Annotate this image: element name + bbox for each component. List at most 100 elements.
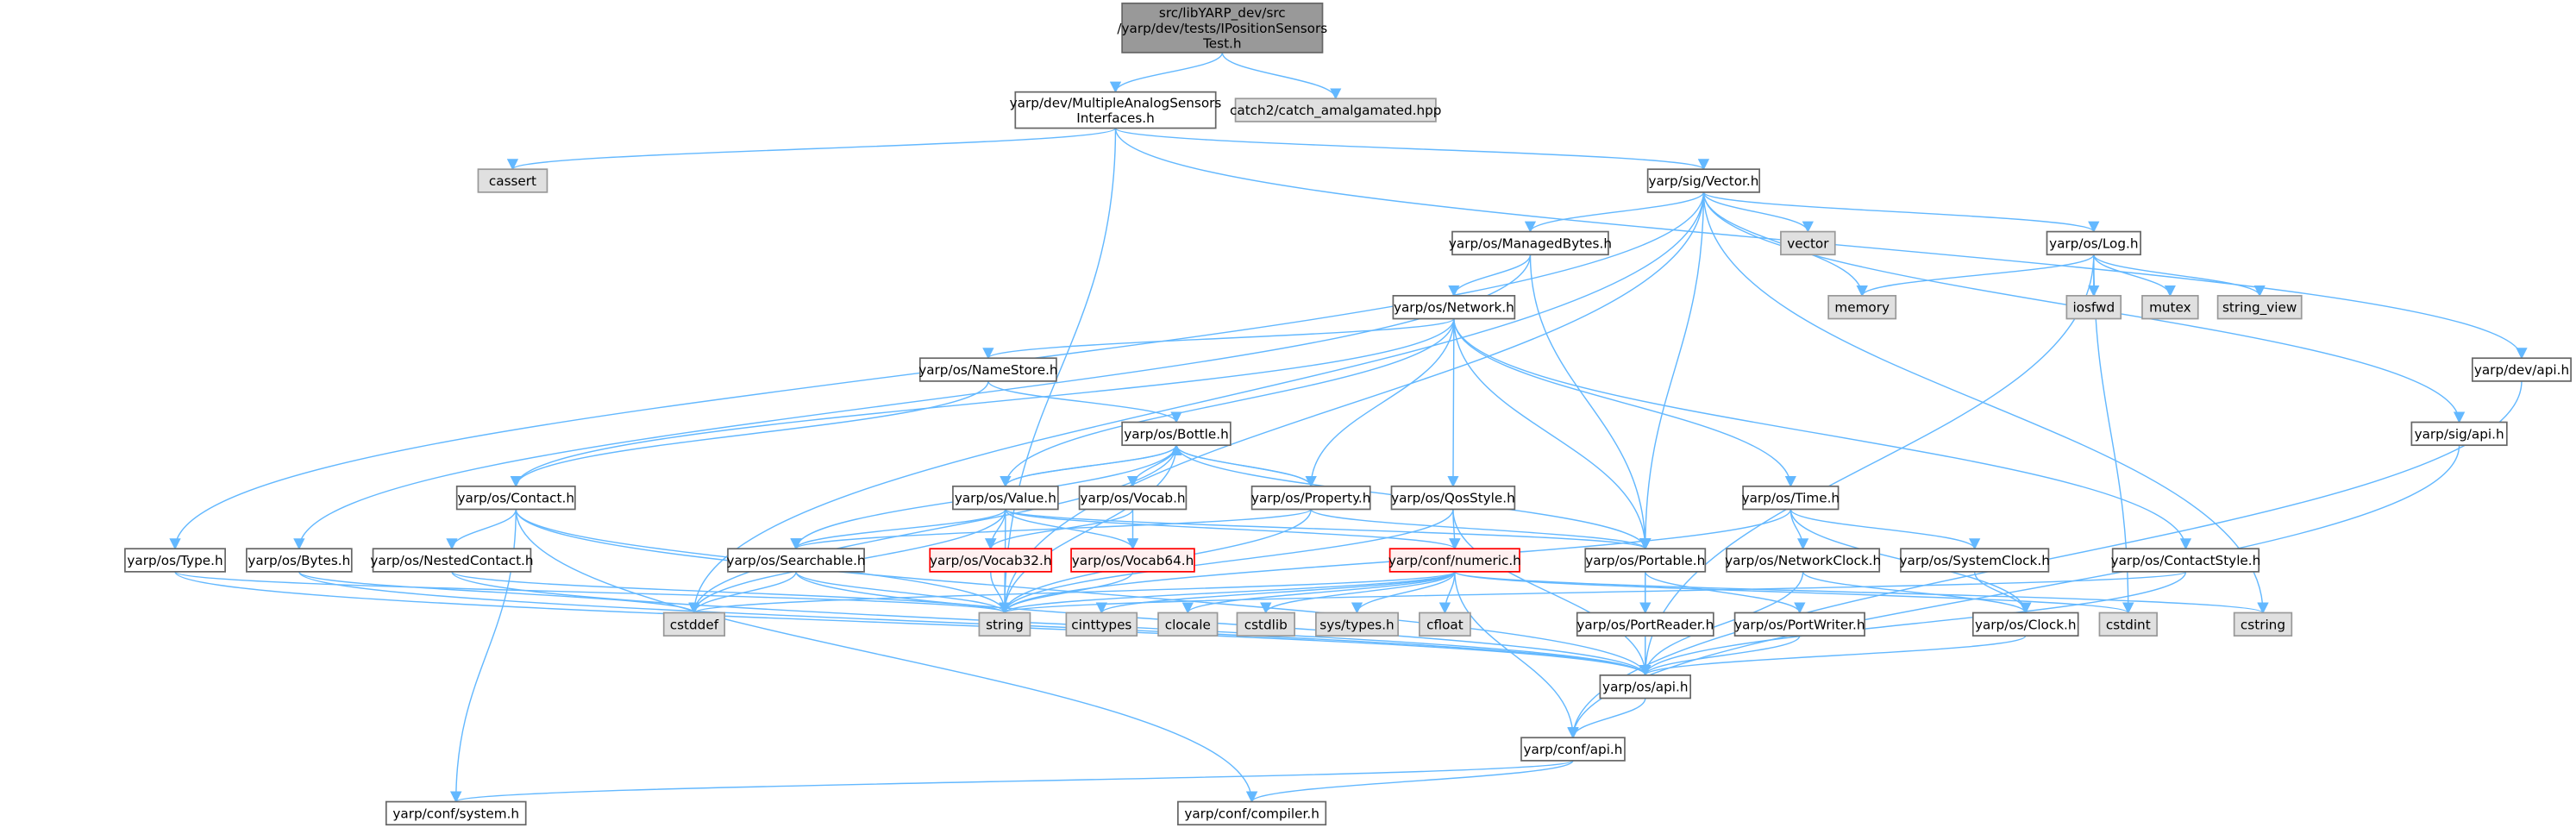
node-catch[interactable]: catch2/catch_amalgamated.hpp <box>1230 97 1441 122</box>
node-portable[interactable]: yarp/os/Portable.h <box>1584 548 1707 573</box>
node-label: yarp/os/PortReader.h <box>1576 617 1714 632</box>
node-string[interactable]: string <box>978 612 1031 637</box>
node-iosfwd[interactable]: iosfwd <box>2065 294 2122 320</box>
node-vocab32[interactable]: yarp/os/Vocab32.h <box>929 548 1053 573</box>
edge-numeric-to-cinttypes <box>1095 571 1456 614</box>
node-cassert[interactable]: cassert <box>477 168 548 193</box>
edge-namestore-to-bottle <box>987 380 1182 423</box>
edge-numeric-to-cstring <box>1454 571 2269 614</box>
node-top[interactable]: src/libYARP_dev/src/yarp/dev/tests/IPosi… <box>1117 2 1327 53</box>
node-box <box>1250 485 1371 511</box>
node-sigapi[interactable]: yarp/sig/api.h <box>2410 421 2508 447</box>
node-vocab[interactable]: yarp/os/Vocab.h <box>1078 485 1188 511</box>
node-osapi[interactable]: yarp/os/api.h <box>1599 674 1692 699</box>
node-string_view[interactable]: string_view <box>2216 294 2303 320</box>
edge-network-to-time <box>1453 318 1796 488</box>
node-label: cassert <box>489 173 536 189</box>
edge-vectorh-to-cstddef <box>688 191 1705 614</box>
node-label: yarp/os/PortWriter.h <box>1734 617 1865 632</box>
node-label: cstdlib <box>1244 617 1288 632</box>
edge-numeric-to-clocale <box>1181 571 1456 614</box>
edge-top-to-multi <box>1109 52 1224 93</box>
node-label: src/libYARP_dev/src <box>1159 5 1286 22</box>
node-cfloat[interactable]: cfloat <box>1419 612 1471 637</box>
edge-vectorh-to-portable <box>1639 191 1705 550</box>
edge-multi-to-string <box>999 128 1117 614</box>
node-portwriter[interactable]: yarp/os/PortWriter.h <box>1733 612 1865 637</box>
node-label: catch2/catch_amalgamated.hpp <box>1230 103 1441 119</box>
node-system[interactable]: yarp/conf/system.h <box>385 800 527 826</box>
node-sysclock[interactable]: yarp/os/SystemClock.h <box>1900 548 2050 573</box>
node-compiler[interactable]: yarp/conf/compiler.h <box>1177 800 1327 826</box>
node-box <box>727 548 865 573</box>
node-vectorh[interactable]: yarp/sig/Vector.h <box>1646 168 1761 193</box>
node-vocab64[interactable]: yarp/os/Vocab64.h <box>1070 548 1195 573</box>
node-mutex[interactable]: mutex <box>2141 294 2199 320</box>
node-time[interactable]: yarp/os/Time.h <box>1742 485 1840 511</box>
node-box <box>918 357 1057 382</box>
edge-vectorh-to-vectorstd <box>1702 191 1814 233</box>
node-box <box>1177 800 1327 826</box>
node-label: yarp/os/Time.h <box>1742 491 1840 506</box>
edge-osapi-to-confapi <box>1567 698 1646 739</box>
node-namestore[interactable]: yarp/os/NameStore.h <box>918 357 1058 382</box>
node-devapi[interactable]: yarp/dev/api.h <box>2471 357 2572 382</box>
node-vectorstd[interactable]: vector <box>1780 230 1836 256</box>
node-label: yarp/conf/compiler.h <box>1184 806 1319 821</box>
node-box <box>1157 612 1219 637</box>
edge-sysclock-to-clock <box>1973 571 2032 614</box>
node-type[interactable]: yarp/os/Type.h <box>124 548 226 573</box>
node-clock[interactable]: yarp/os/Clock.h <box>1971 612 2079 637</box>
node-managed[interactable]: yarp/os/ManagedBytes.h <box>1449 230 1612 256</box>
node-label: yarp/os/SystemClock.h <box>1900 553 2050 568</box>
node-contactstyle[interactable]: yarp/os/ContactStyle.h <box>2111 548 2261 573</box>
node-numeric[interactable]: yarp/conf/numeric.h <box>1388 548 1521 573</box>
node-label: yarp/os/Type.h <box>127 553 223 568</box>
edge-log-to-osapi <box>1639 254 2095 677</box>
node-bytes[interactable]: yarp/os/Bytes.h <box>246 548 353 573</box>
node-cstring[interactable]: cstring <box>2233 612 2293 637</box>
node-nested[interactable]: yarp/os/NestedContact.h <box>370 548 534 573</box>
node-network[interactable]: yarp/os/Network.h <box>1392 294 1516 320</box>
node-label: yarp/os/Bottle.h <box>1124 426 1229 442</box>
node-portreader[interactable]: yarp/os/PortReader.h <box>1576 612 1714 637</box>
node-box <box>1121 421 1232 447</box>
node-label: iosfwd <box>2072 300 2115 316</box>
node-bottle[interactable]: yarp/os/Bottle.h <box>1121 421 1232 447</box>
node-box <box>1900 548 2050 573</box>
node-log[interactable]: yarp/os/Log.h <box>2046 230 2141 256</box>
node-label: string <box>986 617 1024 632</box>
node-value[interactable]: yarp/os/Value.h <box>952 485 1059 511</box>
node-memory[interactable]: memory <box>1827 294 1897 320</box>
edge-type-to-osapi <box>174 571 1652 677</box>
node-contact[interactable]: yarp/os/Contact.h <box>455 485 576 511</box>
node-cstddef[interactable]: cstddef <box>662 612 726 637</box>
edge-clock-to-osapi <box>1639 635 2027 677</box>
edge-sigapi-to-confapi <box>1567 445 2460 739</box>
edge-qos-to-string <box>999 509 1454 614</box>
node-cstdint[interactable]: cstdint <box>2098 612 2158 637</box>
node-box <box>978 612 1031 637</box>
edge-managed-to-network <box>1448 254 1532 298</box>
node-box <box>124 548 226 573</box>
node-netclock[interactable]: yarp/os/NetworkClock.h <box>1725 548 1881 573</box>
node-cinttypes[interactable]: cinttypes <box>1065 612 1138 637</box>
node-clocale[interactable]: clocale <box>1157 612 1219 637</box>
node-cstdlib[interactable]: cstdlib <box>1236 612 1295 637</box>
node-searchable[interactable]: yarp/os/Searchable.h <box>726 548 866 573</box>
node-multi[interactable]: yarp/dev/MultipleAnalogSensorsInterfaces… <box>1010 91 1222 129</box>
node-property[interactable]: yarp/os/Property.h <box>1250 485 1371 511</box>
node-label: cstdint <box>2106 617 2151 632</box>
node-label: memory <box>1834 300 1890 316</box>
edge-searchable-to-string <box>795 571 1011 614</box>
node-label: cinttypes <box>1071 617 1131 632</box>
node-qos[interactable]: yarp/os/QosStyle.h <box>1390 485 1516 511</box>
edge-bytes-to-osapi <box>298 571 1652 677</box>
node-box <box>1236 612 1295 637</box>
edge-searchable-to-cstddef <box>688 571 797 614</box>
node-systypes[interactable]: sys/types.h <box>1315 612 1399 637</box>
node-confapi[interactable]: yarp/conf/api.h <box>1520 737 1626 762</box>
node-box <box>1390 485 1516 511</box>
edge-value-to-bottle <box>1005 443 1182 487</box>
edge-portwriter-to-osapi <box>1639 635 1801 677</box>
